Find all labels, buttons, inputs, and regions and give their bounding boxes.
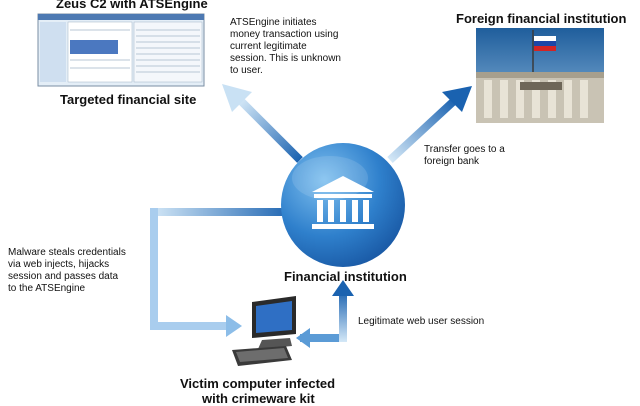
note-line: money transaction using <box>230 29 339 40</box>
financial-institution-node <box>281 143 405 267</box>
note-line: session and passes data <box>8 271 119 282</box>
note-line: Transfer goes to a <box>424 144 505 155</box>
foreign-bank-label: Foreign financial institution <box>456 11 627 26</box>
ats-initiates-note: ATSEngine initiates money transaction us… <box>230 17 341 77</box>
note-line: to user. <box>230 65 263 76</box>
zeus-c2-title: Zeus C2 with ATSEngine <box>56 0 208 11</box>
note-line: foreign bank <box>424 156 480 167</box>
financial-institution-label: Financial institution <box>284 269 407 284</box>
victim-label-line1: Victim computer infected <box>180 376 336 391</box>
note-line: to the ATSEngine <box>8 283 86 294</box>
targeted-site-label: Targeted financial site <box>60 92 197 107</box>
malware-note: Malware steals credentials via web injec… <box>8 247 126 295</box>
bank-building-icon <box>312 176 374 229</box>
note-line: current legitimate <box>230 41 307 52</box>
desktop-computer-icon <box>232 296 296 366</box>
note-line: session. This is unknown <box>230 53 341 64</box>
transfer-note: Transfer goes to a foreign bank <box>424 144 505 168</box>
browser-window-screenshot <box>37 13 205 87</box>
victim-label-line2: with crimeware kit <box>202 391 315 406</box>
legit-session-note: Legitimate web user session <box>358 316 485 327</box>
note-line: ATSEngine initiates <box>230 17 317 28</box>
note-line: Malware steals credentials <box>8 247 126 258</box>
arrow-to-targeted-site <box>222 84 303 163</box>
foreign-bank-photo <box>476 28 604 123</box>
arrow-to-foreign-bank <box>387 86 472 163</box>
arrow-malware-path <box>150 208 295 337</box>
arrow-legit-session <box>296 280 354 348</box>
note-line: via web injects, hijacks <box>8 259 110 270</box>
